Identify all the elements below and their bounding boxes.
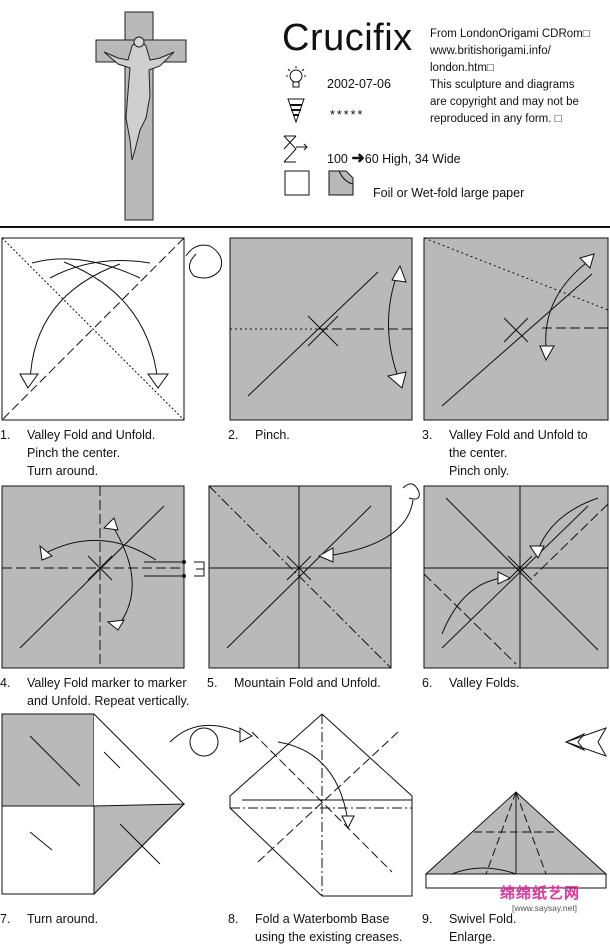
step-4-diagram — [1, 485, 205, 669]
size-ratio: 100 ➜60 High, 34 Wide — [327, 150, 461, 167]
page-title: Crucifix — [282, 17, 413, 59]
step-4-caption: 4.Valley Fold marker to marker and Unfol… — [0, 676, 190, 708]
folded-corner-icon — [328, 170, 354, 196]
step-6-caption: 6.Valley Folds. — [422, 676, 520, 690]
step-5-caption: 5.Mountain Fold and Unfold. — [207, 676, 381, 690]
step-3-caption: 3.Valley Fold and Unfold to the center. … — [422, 428, 588, 478]
step-3-diagram — [423, 237, 609, 421]
crucifix-model-illustration — [95, 11, 187, 221]
header-divider — [0, 226, 610, 228]
step-8-diagram — [229, 713, 413, 897]
step-2-diagram — [229, 237, 413, 421]
difficulty-rating: ***** — [330, 108, 365, 122]
step-1-caption: 1.Valley Fold and Unfold. Pinch the cent… — [0, 428, 156, 478]
step-7-diagram — [1, 713, 253, 896]
step-6-diagram — [423, 485, 609, 669]
step-5-diagram — [208, 483, 420, 669]
paper-note: Foil or Wet-fold large paper — [373, 186, 525, 200]
arrow-icon: ➜ — [351, 150, 365, 167]
step-1-diagram — [1, 237, 223, 421]
step-9-caption: 9.Swivel Fold. Enlarge. — [422, 912, 517, 944]
difficulty-icon — [287, 98, 305, 124]
watermark-url: [www.saysay.net] — [512, 903, 578, 913]
hourglass-icon — [283, 135, 308, 163]
step-7-caption: 7.Turn around. — [0, 912, 99, 926]
square-paper-icon — [284, 170, 310, 196]
lightbulb-icon — [286, 66, 306, 88]
step-2-caption: 2.Pinch. — [228, 428, 290, 442]
step-9-diagram — [424, 727, 608, 889]
source-notice: From LondonOrigami CDRom□ www.britishori… — [430, 28, 590, 125]
date-label: 2002-07-06 — [327, 77, 391, 91]
step-8-caption: 8.Fold a Waterbomb Base using the existi… — [228, 912, 403, 944]
watermark-logo: 绵绵纸艺网 — [500, 885, 581, 902]
